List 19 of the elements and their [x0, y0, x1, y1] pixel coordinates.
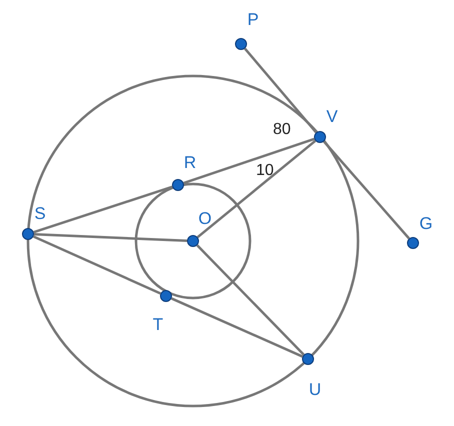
point-label: U [308, 380, 322, 400]
line-segment [244, 48, 318, 134]
point-label: R [183, 153, 197, 173]
line-segment [33, 186, 173, 234]
measure-label: 80 [273, 121, 291, 139]
point-label: P [246, 10, 260, 30]
line-segment [34, 233, 188, 242]
line-segment [196, 140, 316, 238]
point-label: O [198, 209, 212, 229]
line-segment [170, 297, 304, 358]
line-segment [32, 235, 162, 295]
line-segment [196, 244, 305, 356]
point-label: T [152, 315, 164, 335]
line-segment [183, 138, 315, 184]
line-segment [323, 140, 410, 240]
point-label: S [33, 204, 47, 224]
point-label: V [325, 107, 339, 127]
measure-label: 10 [256, 162, 274, 180]
point-label: G [419, 214, 433, 234]
